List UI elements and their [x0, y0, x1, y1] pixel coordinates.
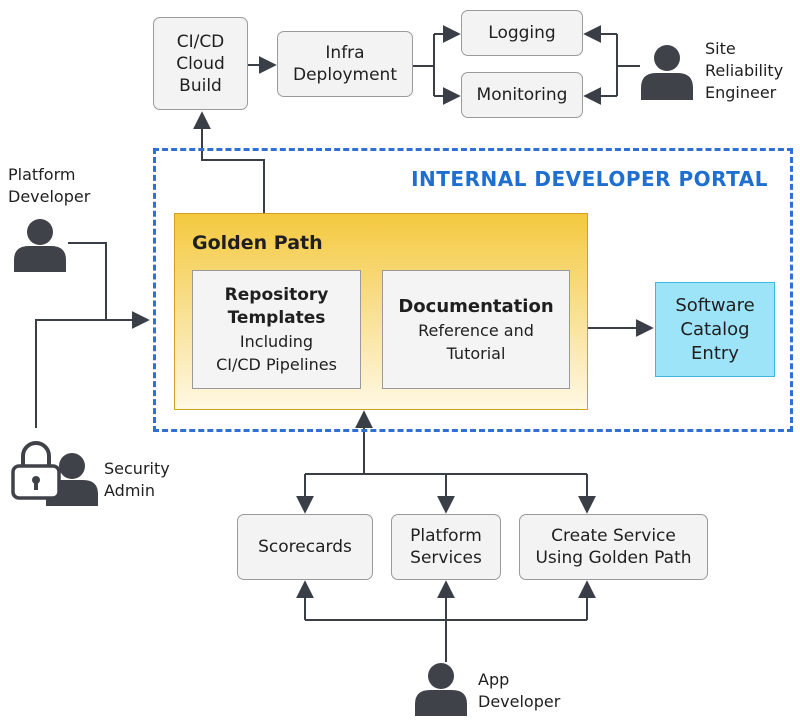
line-platform-dev-to-portal	[68, 242, 107, 320]
sre-label-line-1: Site	[705, 39, 736, 58]
scorecards-box[interactable]: Scorecards	[237, 514, 373, 580]
cicd-cloud-build-box[interactable]: CI/CD Cloud Build	[153, 17, 248, 110]
cicd-line-1: CI/CD	[176, 31, 225, 52]
catalog-line-3: Entry	[691, 342, 739, 364]
repository-templates-box[interactable]: Repository Templates Including CI/CD Pip…	[192, 270, 361, 389]
cicd-line-3: Build	[179, 75, 222, 96]
repo-sub-line-1: Including	[239, 331, 314, 351]
create-service-line-1: Create Service	[551, 526, 676, 546]
platform-services-line-2: Services	[410, 548, 482, 568]
infra-deployment-box[interactable]: Infra Deployment	[277, 31, 413, 97]
sre-label: Site Reliability Engineer	[705, 38, 783, 104]
golden-path-title: Golden Path	[192, 232, 323, 254]
scorecards-label: Scorecards	[258, 537, 352, 557]
platform-developer-person-icon	[14, 219, 66, 272]
sre-label-line-2: Reliability	[705, 61, 784, 80]
documentation-box[interactable]: Documentation Reference and Tutorial	[382, 270, 570, 389]
catalog-line-1: Software	[675, 294, 755, 316]
create-service-line-2: Using Golden Path	[535, 548, 692, 568]
repo-title-line-1: Repository	[224, 284, 329, 305]
docs-title: Documentation	[398, 296, 554, 317]
platform-developer-label-line-1: Platform	[8, 165, 76, 184]
platform-developer-label: Platform Developer	[8, 164, 90, 208]
cicd-line-2: Cloud	[176, 53, 225, 74]
internal-developer-portal-frame: INTERNAL DEVELOPER PORTAL	[153, 148, 793, 432]
arrow-golden-to-cicd	[193, 111, 265, 213]
infra-line-2: Deployment	[293, 65, 397, 85]
portal-title: INTERNAL DEVELOPER PORTAL	[411, 167, 768, 191]
app-developer-label-line-1: App	[478, 670, 510, 689]
repo-title-line-2: Templates	[227, 307, 326, 328]
padlock-icon	[11, 441, 61, 500]
security-admin-person-icon	[46, 453, 98, 506]
logging-box[interactable]: Logging	[461, 10, 583, 56]
security-admin-label: Security Admin	[104, 458, 170, 502]
docs-sub-line-2: Tutorial	[446, 344, 506, 363]
logging-label: Logging	[488, 23, 556, 43]
security-admin-label-line-2: Admin	[104, 481, 155, 500]
security-admin-label-line-1: Security	[104, 459, 170, 478]
app-developer-label-line-2: Developer	[478, 692, 561, 711]
app-developer-label: App Developer	[478, 669, 560, 713]
monitoring-box[interactable]: Monitoring	[461, 72, 583, 118]
sre-person-icon	[641, 45, 693, 100]
software-catalog-entry-box[interactable]: Software Catalog Entry	[655, 282, 775, 377]
catalog-line-2: Catalog	[680, 318, 750, 340]
repo-sub-line-2: CI/CD Pipelines	[216, 354, 337, 374]
sre-label-line-3: Engineer	[705, 83, 777, 102]
platform-developer-label-line-2: Developer	[8, 187, 91, 206]
infra-line-1: Infra	[325, 43, 365, 63]
docs-sub-line-1: Reference and	[418, 321, 534, 340]
arrow-security-to-portal	[35, 311, 150, 428]
platform-services-line-1: Platform	[410, 526, 482, 546]
create-service-box[interactable]: Create Service Using Golden Path	[519, 514, 708, 580]
platform-services-box[interactable]: Platform Services	[391, 514, 501, 580]
app-developer-person-icon	[415, 663, 467, 716]
monitoring-label: Monitoring	[476, 85, 568, 105]
